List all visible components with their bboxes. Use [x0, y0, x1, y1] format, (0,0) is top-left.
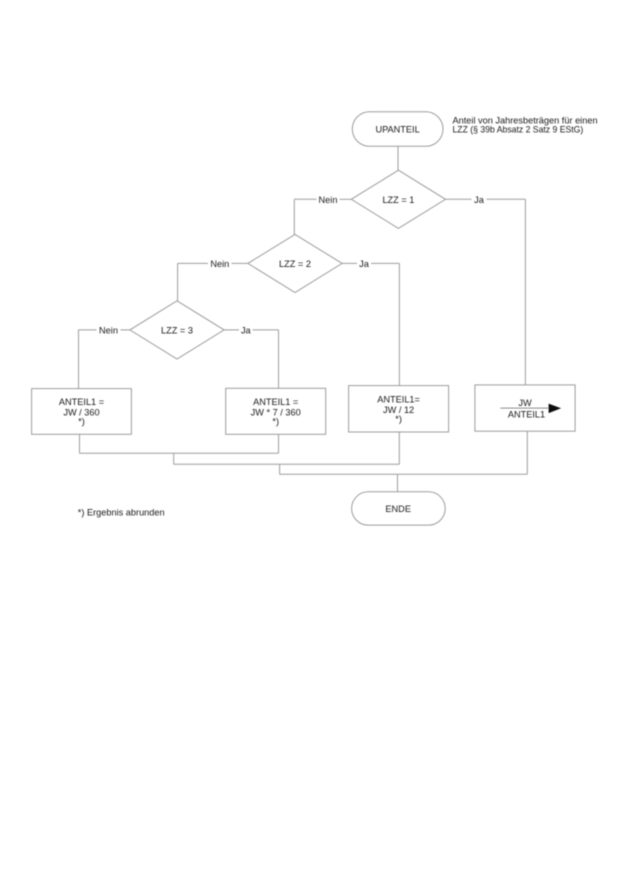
- svg-text:ANTEIL1 =: ANTEIL1 =: [59, 397, 104, 407]
- svg-text:Ja: Ja: [241, 326, 252, 336]
- svg-text:ANTEIL1: ANTEIL1: [508, 410, 545, 420]
- svg-text:JW / 360: JW / 360: [63, 407, 99, 417]
- svg-text:JW * 7 / 360: JW * 7 / 360: [251, 407, 301, 417]
- svg-text:*) Ergebnis abrunden: *) Ergebnis abrunden: [78, 508, 165, 518]
- svg-text:Ja: Ja: [474, 195, 485, 205]
- svg-text:JW: JW: [518, 398, 532, 408]
- svg-text:*): *): [78, 416, 85, 426]
- svg-text:ANTEIL1 =: ANTEIL1 =: [253, 397, 298, 407]
- svg-text:*): *): [395, 414, 402, 424]
- svg-text:Ja: Ja: [359, 259, 370, 269]
- svg-text:ANTEIL1=: ANTEIL1=: [377, 394, 420, 404]
- svg-text:Nein: Nein: [319, 195, 338, 205]
- svg-text:UPANTEIL: UPANTEIL: [375, 125, 419, 135]
- svg-text:JW / 12: JW / 12: [383, 405, 414, 415]
- svg-text:Nein: Nein: [99, 326, 118, 336]
- svg-text:ENDE: ENDE: [385, 504, 411, 514]
- svg-text:LZZ = 2: LZZ = 2: [279, 259, 311, 269]
- svg-text:LZZ = 1: LZZ = 1: [382, 195, 414, 205]
- svg-text:LZZ (§ 39b Absatz 2 Satz 9 ESt: LZZ (§ 39b Absatz 2 Satz 9 EStG): [453, 124, 584, 134]
- svg-text:Nein: Nein: [210, 259, 229, 269]
- svg-text:LZZ = 3: LZZ = 3: [161, 326, 193, 336]
- svg-text:*): *): [272, 416, 279, 426]
- svg-text:Anteil von Jahresbeträgen für: Anteil von Jahresbeträgen für einen: [453, 115, 598, 125]
